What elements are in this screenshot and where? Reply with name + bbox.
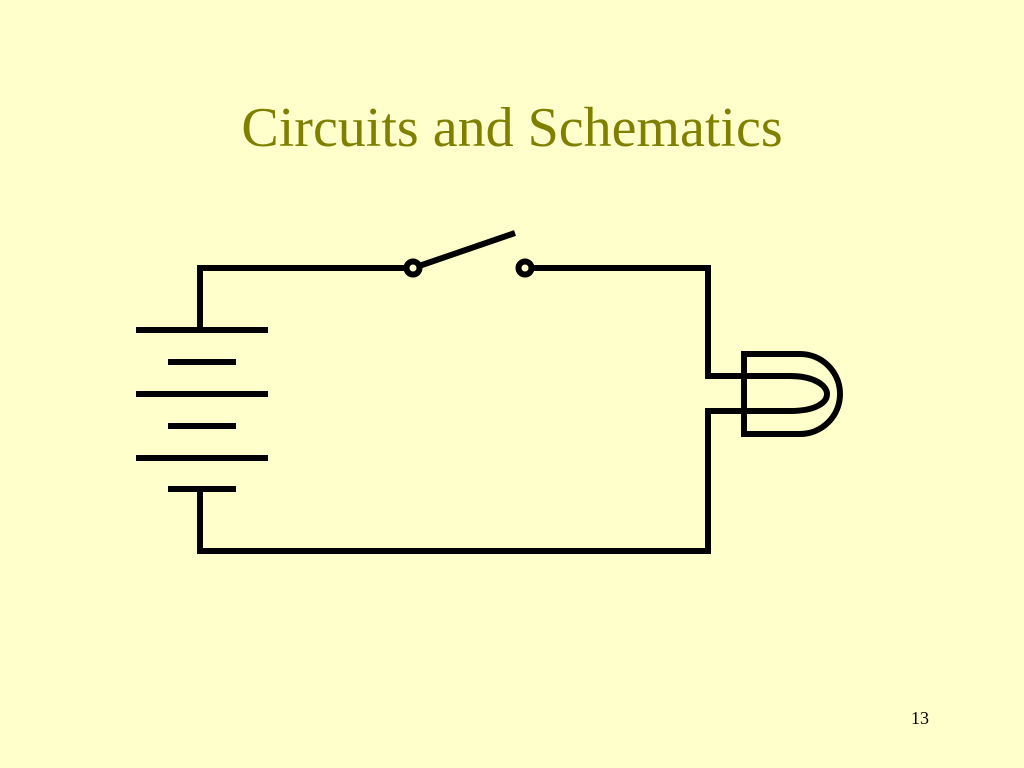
open-switch-icon [403,230,535,278]
wire-top-left [197,265,408,330]
lamp-icon [741,351,843,437]
switch-lever [418,230,516,269]
battery-icon [136,327,268,492]
wire-top-right [531,265,746,379]
switch-right-contact [515,258,535,278]
slide-number: 13 [911,708,929,728]
switch-left-contact [403,258,423,278]
slide-title: Circuits and Schematics [241,97,783,159]
wire-right-bottom [197,408,746,554]
